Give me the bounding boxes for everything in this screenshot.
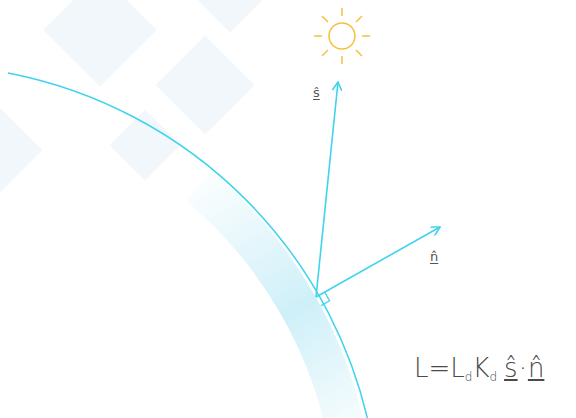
shading-formula: L=LdKdŝ·n̂ [414, 355, 544, 381]
vector-label: ŝ [313, 86, 320, 99]
formula-vector: n̂ [528, 355, 544, 381]
formula-part: K [472, 355, 489, 381]
formula-part: L=L [414, 355, 465, 381]
light-vector [316, 82, 338, 297]
formula-subscript: d [489, 371, 497, 383]
sun-symbol [314, 8, 370, 64]
formula-dot: · [519, 355, 527, 381]
formula-subscript: d [465, 371, 473, 383]
formula-vector: ŝ [504, 355, 518, 381]
surface-curve [8, 73, 372, 418]
right-angle-mark [321, 292, 330, 306]
normal-vector [316, 227, 440, 297]
background-diamonds [0, 0, 272, 192]
vector-label: n̂ [430, 250, 438, 263]
surface-shading [186, 171, 368, 418]
